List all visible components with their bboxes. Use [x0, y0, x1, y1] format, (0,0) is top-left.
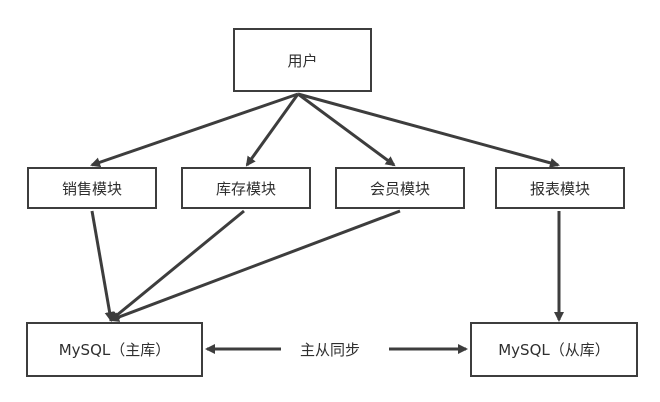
member-module-node: 会员模块 — [335, 167, 465, 209]
arrow-user-to-member — [297, 92, 396, 167]
arrow-user-to-inventory — [245, 93, 300, 167]
arrow-member-to-master — [109, 209, 401, 322]
arrow-sales-to-master — [90, 210, 115, 322]
arrow-user-to-report — [297, 92, 560, 168]
user-node-label: 用户 — [287, 51, 318, 70]
report-module-label: 报表模块 — [529, 179, 590, 198]
inventory-module-label: 库存模块 — [215, 179, 276, 198]
sales-module-node: 销售模块 — [27, 167, 157, 209]
mysql-master-label: MySQL（主库） — [58, 341, 171, 359]
arrow-inventory-to-master — [109, 209, 245, 322]
user-node: 用户 — [233, 28, 372, 92]
mysql-slave-label: MySQL（从库） — [498, 341, 610, 359]
replication-label: 主从同步 — [290, 339, 370, 360]
inventory-module-node: 库存模块 — [181, 167, 311, 209]
report-module-node: 报表模块 — [495, 167, 625, 209]
mysql-slave-node: MySQL（从库） — [470, 322, 638, 377]
sales-module-label: 销售模块 — [61, 179, 122, 198]
mysql-master-node: MySQL（主库） — [26, 322, 203, 377]
arrow-user-to-sales — [90, 92, 299, 168]
member-module-label: 会员模块 — [369, 179, 430, 198]
